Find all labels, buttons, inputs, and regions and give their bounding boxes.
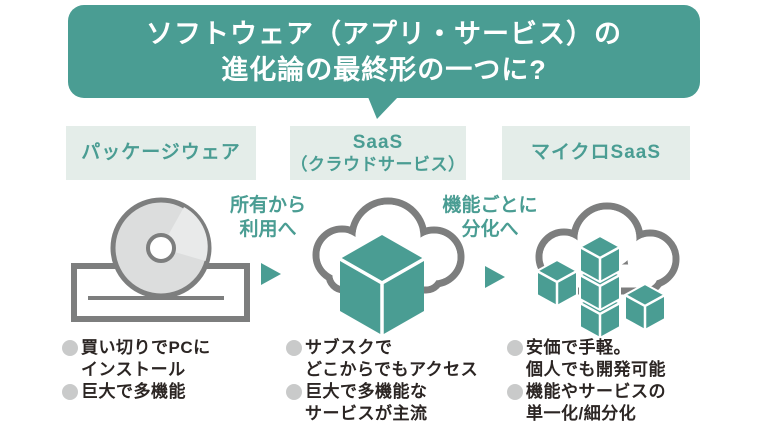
transition-line-1: 所有から — [229, 195, 306, 216]
transition-label-split-by-function: 機能ごとに 分化へ — [434, 194, 546, 242]
stage-label-micro-saas: マイクロSaaS — [502, 126, 690, 180]
bullet-dot-icon — [507, 340, 523, 356]
title-speech-bubble: ソフトウェア（アプリ・サービス）の 進化論の最終形の一つに? — [68, 5, 700, 119]
list-item: 安価で手軽。 個人でも開発可能 — [507, 337, 732, 381]
stage-label-text: パッケージウェア — [81, 142, 241, 163]
bullet-dot-icon — [507, 384, 523, 400]
cd-disc-shape — [110, 197, 212, 299]
list-item: サブスクで どこからでもアクセス — [286, 337, 504, 381]
feature-text: 巨大で多機能 — [81, 382, 186, 401]
feature-text: 安価で手軽。 — [526, 338, 631, 357]
list-item: 買い切りでPCに インストール — [62, 337, 287, 381]
list-item: 巨大で多機能 — [62, 381, 287, 403]
transition-label-ownership-to-usage: 所有から 利用へ — [214, 194, 322, 242]
cloud-with-micro-cubes-icon — [535, 202, 680, 340]
feature-text: サブスクで — [305, 338, 393, 357]
stage-label-saas: SaaS （クラウドサービス） — [290, 126, 466, 180]
feature-text: 巨大で多機能な — [305, 382, 428, 401]
stage-label-text: マイクロSaaS — [530, 142, 662, 163]
feature-text: 単一化/細分化 — [526, 404, 637, 423]
list-item: 機能やサービスの 単一化/細分化 — [507, 381, 732, 425]
bullet-dot-icon — [286, 340, 302, 356]
feature-text: インストール — [81, 360, 186, 379]
service-cube-shape — [339, 235, 425, 335]
feature-text: 個人でも開発可能 — [526, 360, 666, 379]
stage-label-subtext: （クラウドサービス） — [290, 154, 466, 174]
title-line-2: 進化論の最終形の一つに? — [221, 54, 547, 85]
stage-label-packageware: パッケージウェア — [66, 126, 256, 180]
bullet-dot-icon — [62, 384, 78, 400]
feature-text: サービスが主流 — [305, 404, 428, 423]
cd-in-package-tray-icon — [71, 197, 250, 322]
right-arrow-icon — [485, 266, 505, 288]
transition-line-2: 利用へ — [239, 219, 297, 240]
right-arrow-icon — [261, 263, 281, 285]
bullet-dot-icon — [62, 340, 78, 356]
title-line-1: ソフトウェア（アプリ・サービス）の — [146, 18, 622, 49]
micro-cubes-cluster-shape — [536, 234, 666, 340]
bullet-dot-icon — [286, 384, 302, 400]
list-item: 巨大で多機能な サービスが主流 — [286, 381, 504, 425]
feature-text: どこからでもアクセス — [305, 360, 479, 379]
cloud-with-cube-icon — [312, 197, 465, 335]
transition-line-2: 分化へ — [461, 219, 519, 240]
saas-features-list: サブスクで どこからでもアクセス 巨大で多機能な サービスが主流 — [286, 337, 504, 425]
feature-text: 買い切りでPCに — [81, 338, 211, 357]
stage-label-text: SaaS — [352, 131, 404, 153]
feature-text: 機能やサービスの — [526, 382, 666, 401]
packageware-features-list: 買い切りでPCに インストール 巨大で多機能 — [62, 337, 287, 403]
micro-saas-features-list: 安価で手軽。 個人でも開発可能 機能やサービスの 単一化/細分化 — [507, 337, 732, 425]
speech-bubble-tail — [368, 97, 398, 119]
transition-line-1: 機能ごとに — [442, 195, 538, 216]
